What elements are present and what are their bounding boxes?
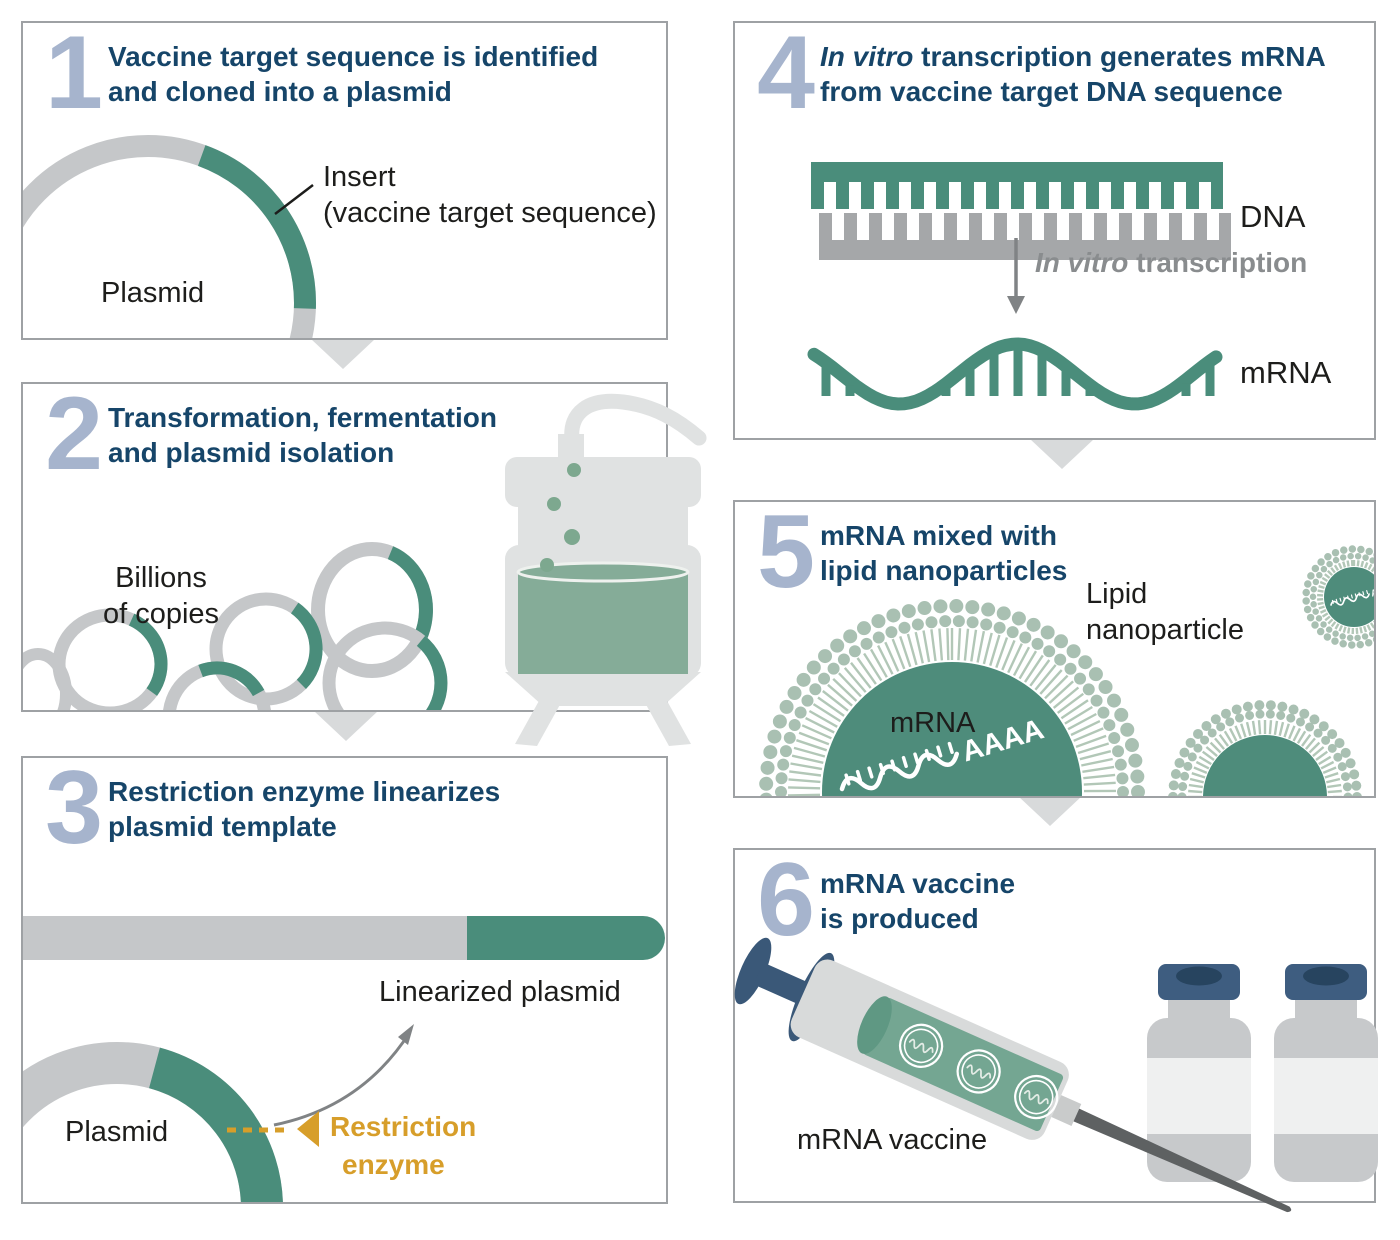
arrowhead-icon — [398, 1024, 414, 1045]
mrna-label: mRNA — [890, 707, 976, 739]
step-title: Restriction enzyme linearizes plasmid te… — [108, 776, 501, 842]
mrna-label: mRNA — [1240, 355, 1332, 390]
linearized-plasmid-label: Linearized plasmid — [379, 976, 621, 1008]
restriction-arrow-icon — [297, 1111, 319, 1147]
step-number: 1 — [45, 15, 103, 131]
plasmid-ring-icon — [23, 1042, 283, 1202]
mrna-strand-icon: AAAA — [1330, 581, 1374, 606]
panel-5-art: AAAA AAAA AAAA — [735, 502, 1374, 796]
panel-step-3: 3 Restriction enzyme linearizes plasmid … — [21, 750, 668, 1204]
dna-label: DNA — [1240, 199, 1306, 234]
step-number: 6 — [757, 842, 815, 958]
polyA-label: AAAA — [1370, 581, 1374, 599]
step-title: In vitro transcription generates mRNA fr… — [820, 41, 1326, 107]
down-chevron-icon — [311, 339, 375, 369]
mrna-wave-icon — [807, 337, 1223, 411]
vial-icon — [1147, 964, 1251, 1182]
step-number: 5 — [757, 494, 815, 610]
lipid-nanoparticle-icon: AAAA AAAA AAAA — [759, 545, 1374, 796]
callout-line — [274, 184, 314, 215]
panel-6-art — [734, 937, 1378, 1213]
step-number: 2 — [45, 376, 103, 492]
bubble-icon — [540, 558, 554, 572]
plasmid-label: Plasmid — [101, 277, 205, 309]
curved-arrow-icon — [273, 1031, 412, 1127]
invitro-transcription-label: In vitro transcription — [1035, 247, 1308, 278]
vial-icon — [1274, 964, 1378, 1182]
syringe-icon — [734, 937, 1292, 1213]
bubble-icon — [567, 463, 581, 477]
panel-2-art — [23, 384, 666, 710]
panel-3-art — [23, 758, 666, 1202]
lipid-nanoparticle-label: Lipid nanoparticle — [1086, 578, 1244, 646]
linearized-plasmid-icon — [23, 916, 665, 1147]
plasmid-copies-icon — [23, 542, 448, 710]
panel-step-4: 4 In vitro transcription generates mRNA … — [733, 15, 1376, 440]
step-title: Transformation, fermentation and plasmid… — [108, 402, 497, 468]
panel-step-2: 2 Transformation, fermentation and plasm… — [21, 376, 707, 746]
plunger-thumb-icon — [734, 937, 772, 1005]
step-number: 4 — [757, 15, 815, 131]
billions-label: Billions of copies — [102, 562, 220, 630]
step-number: 3 — [45, 750, 103, 866]
panel-step-1: 1 Vaccine target sequence is identified … — [21, 15, 668, 340]
insert-label: Insert (vaccine target sequence) — [323, 161, 657, 229]
plasmid-label: Plasmid — [65, 1116, 169, 1148]
mrna-vaccine-label: mRNA vaccine — [797, 1124, 988, 1156]
fermenter-icon — [505, 393, 707, 746]
restriction-enzyme-label: Restriction enzyme — [330, 1111, 477, 1180]
step-title: mRNA vaccine is produced — [820, 868, 1016, 934]
step-title: Vaccine target sequence is identified an… — [108, 41, 599, 107]
down-chevron-icon — [1030, 439, 1094, 469]
bubble-icon — [564, 529, 580, 545]
panel-step-5: AAAA AAAA AAAA 5 mRNA mixed with lipid n… — [733, 494, 1376, 798]
down-chevron-icon — [314, 711, 378, 741]
panel-1-art — [23, 23, 666, 338]
panel-step-6: 6 mRNA vaccine is produced mRNA vaccine — [733, 842, 1378, 1213]
down-chevron-icon — [1018, 796, 1082, 826]
bubble-icon — [547, 497, 561, 511]
transcription-arrow-icon — [1007, 238, 1025, 314]
needle-icon — [1073, 1108, 1292, 1213]
plasmid-ring-icon — [23, 135, 316, 338]
step-title: mRNA mixed with lipid nanoparticles — [820, 520, 1068, 586]
